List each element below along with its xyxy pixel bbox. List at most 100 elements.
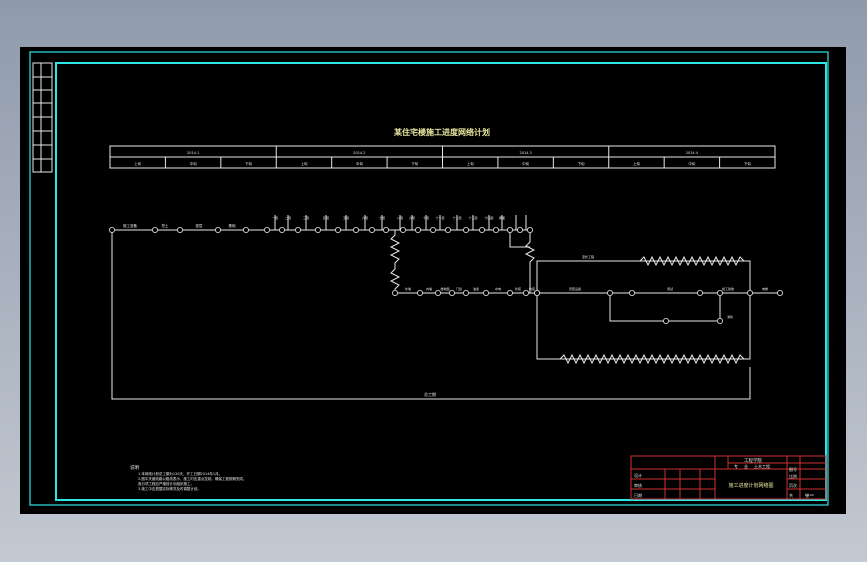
timeline-month: 2014.3 [520, 151, 532, 155]
notes: 说明 1.本网络计划总工期为120天，开工日期2014年1月。 2.图中关键线路… [130, 464, 246, 491]
timeline-decade: 中旬 [688, 161, 696, 166]
tb-scale-label: 比例 [789, 473, 797, 479]
branch-lower [536, 293, 751, 360]
network-node [151, 226, 158, 233]
zigzag-right [524, 230, 536, 293]
network-node [462, 289, 469, 296]
network-node [214, 226, 221, 233]
floor-label: 十三层 [468, 215, 477, 220]
network-node [176, 226, 183, 233]
tb-company: 工程学院 [744, 457, 762, 464]
network-node [717, 317, 724, 324]
branch-label: 竣工验收 [722, 286, 734, 291]
tb-total-label: 共 [789, 492, 793, 498]
main-chain-label: 施工准备 [123, 223, 137, 228]
network-node [416, 289, 423, 296]
timeline-decade: 中旬 [522, 161, 530, 166]
network-node [278, 226, 285, 233]
note-2: 2.图中关键线路以粗线表示，施工时应重点控制，确保工程按期完成。 [138, 476, 246, 481]
network-node [414, 226, 421, 233]
timeline-decade: 上旬 [633, 161, 641, 166]
network-node [777, 289, 784, 296]
network-node [242, 226, 249, 233]
network-node [506, 289, 513, 296]
network-node [334, 226, 341, 233]
network-node [399, 226, 406, 233]
tb-major: 专 [734, 463, 738, 469]
network-node [448, 289, 455, 296]
floor-label: 十一层 [435, 215, 444, 220]
network-node [663, 317, 670, 324]
network-node [314, 226, 321, 233]
title-block: 工程学院 专 业 土木工程 施工进度计划网络图 设计 审核 日期 图号 比例 页… [630, 455, 827, 500]
floor-label: 屋面 [499, 215, 505, 220]
binding-strip [32, 62, 53, 173]
total-duration-line [111, 230, 751, 400]
note-3: 各分项工程应严格按计划组织施工。 [138, 481, 194, 486]
timeline-decade: 中旬 [190, 161, 197, 166]
timeline-decade: 下旬 [578, 161, 586, 166]
network-node [109, 226, 116, 233]
timeline-decade: 下旬 [245, 161, 252, 166]
branch-label: 安装设备 [569, 286, 581, 291]
tb-check: 审核 [634, 482, 642, 488]
network-node [478, 226, 485, 233]
network-node [444, 226, 451, 233]
main-chain-label: 垫层 [196, 223, 203, 228]
main-chain-label: 挖土 [162, 223, 169, 228]
network-node [534, 289, 541, 296]
tb-page-label: 页次 [789, 482, 797, 488]
floor-label: 六层 [362, 215, 368, 220]
floor-label: 十四层 [484, 215, 493, 220]
floor-label: 十二层 [452, 215, 461, 220]
timeline-decade: 上旬 [134, 161, 141, 166]
second-chain-label: 外墙 [405, 286, 411, 291]
timeline-month: 2014.1 [187, 151, 199, 155]
network-node [482, 289, 489, 296]
network-node [492, 226, 499, 233]
tb-sheets-label: 张 [805, 492, 809, 498]
floor-label: 二层 [285, 215, 291, 220]
floor-label: 八层 [397, 215, 403, 220]
network-node [263, 226, 270, 233]
timeline-month: 2014.4 [686, 151, 699, 155]
network-node [629, 289, 636, 296]
floor-label: 一层 [272, 215, 278, 220]
timeline-decade: 下旬 [411, 161, 418, 166]
network-node [607, 289, 614, 296]
note-4: 3.施工中应根据实际情况及时调整计划。 [138, 486, 201, 491]
tb-drawing-name: 施工进度计划网络图 [728, 482, 773, 489]
network-node [717, 289, 724, 296]
main-chain-label: 基础 [229, 223, 236, 228]
network-node [352, 226, 359, 233]
network-node [506, 226, 513, 233]
timeline-decade: 中旬 [356, 161, 364, 166]
tb-drawing-no: 图号 [789, 466, 797, 472]
network-node [368, 226, 375, 233]
network-node [391, 289, 398, 296]
second-chain-label: 外装 [515, 286, 521, 291]
branch-label: 调试 [667, 286, 673, 291]
second-chain-label: 门窗 [456, 286, 462, 291]
network-node [516, 226, 523, 233]
drawing-title: 某住宅楼施工进度网络计划 [393, 127, 490, 137]
second-chain-label: 内装 [529, 286, 535, 291]
second-chain-label: 内墙 [426, 286, 432, 291]
second-chain-label: 楼地面 [440, 286, 449, 291]
network-node [697, 289, 704, 296]
network-node [294, 226, 301, 233]
tb-major-name: 土木工程 [754, 463, 770, 469]
floor-label: 四层 [323, 215, 329, 220]
second-chain-label: 水电 [495, 286, 501, 291]
floor-label: 九层 [409, 215, 415, 220]
total-duration-label: 总工期 [424, 391, 436, 397]
note-1: 1.本网络计划总工期为120天，开工日期2014年1月。 [138, 471, 222, 476]
floor-label: 五层 [343, 215, 349, 220]
second-chain-label: 油漆 [473, 286, 479, 291]
zigzag-left [389, 230, 401, 293]
network-node [382, 226, 389, 233]
timeline-decade: 上旬 [467, 161, 474, 166]
